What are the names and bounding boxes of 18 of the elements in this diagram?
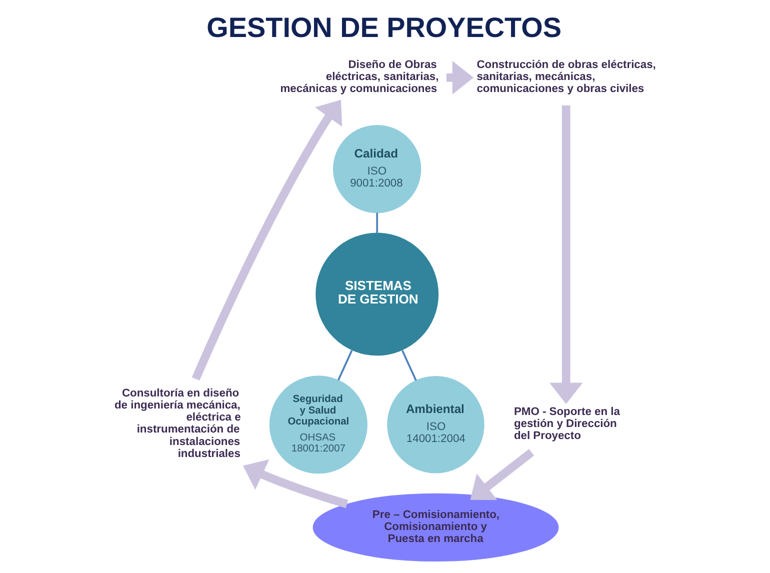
node-circle: SISTEMAS DE GESTION [316, 232, 439, 356]
diagram-title: GESTION DE PROYECTOS [206, 12, 562, 44]
arrow [446, 60, 474, 94]
node-ellipse: Pre – Comisionamiento, Comisionamiento y Puesta en marcha [312, 493, 559, 562]
connector [401, 350, 417, 381]
arrow [549, 105, 583, 404]
node-text: Construcción de obras eléctricas, sanitarias, mecánicas, comunicaciones y obras civiles [476, 58, 656, 96]
arrow [243, 459, 348, 508]
node-circle: Seguridad y Salud Ocupacional OHSAS 18001:2007 [269, 376, 368, 474]
node-text: PMO - Soporte en la gestión y Dirección del Proyecto [514, 406, 620, 442]
node-text: Consultoría en diseño de ingeniería mecánica, eléctrica e instrumentación de instalaciones industriales [114, 387, 241, 460]
connector [337, 350, 353, 381]
node-circle: Calidad ISO 9001:2008 [333, 124, 422, 214]
connector [376, 212, 378, 233]
arrow [470, 449, 534, 500]
arrow [192, 100, 342, 381]
node-text: Diseño de Obras eléctricas, sanitarias, mecánicas y comunicaciones [280, 58, 439, 96]
node-circle: Ambiental ISO 14001:2004 [387, 376, 484, 474]
